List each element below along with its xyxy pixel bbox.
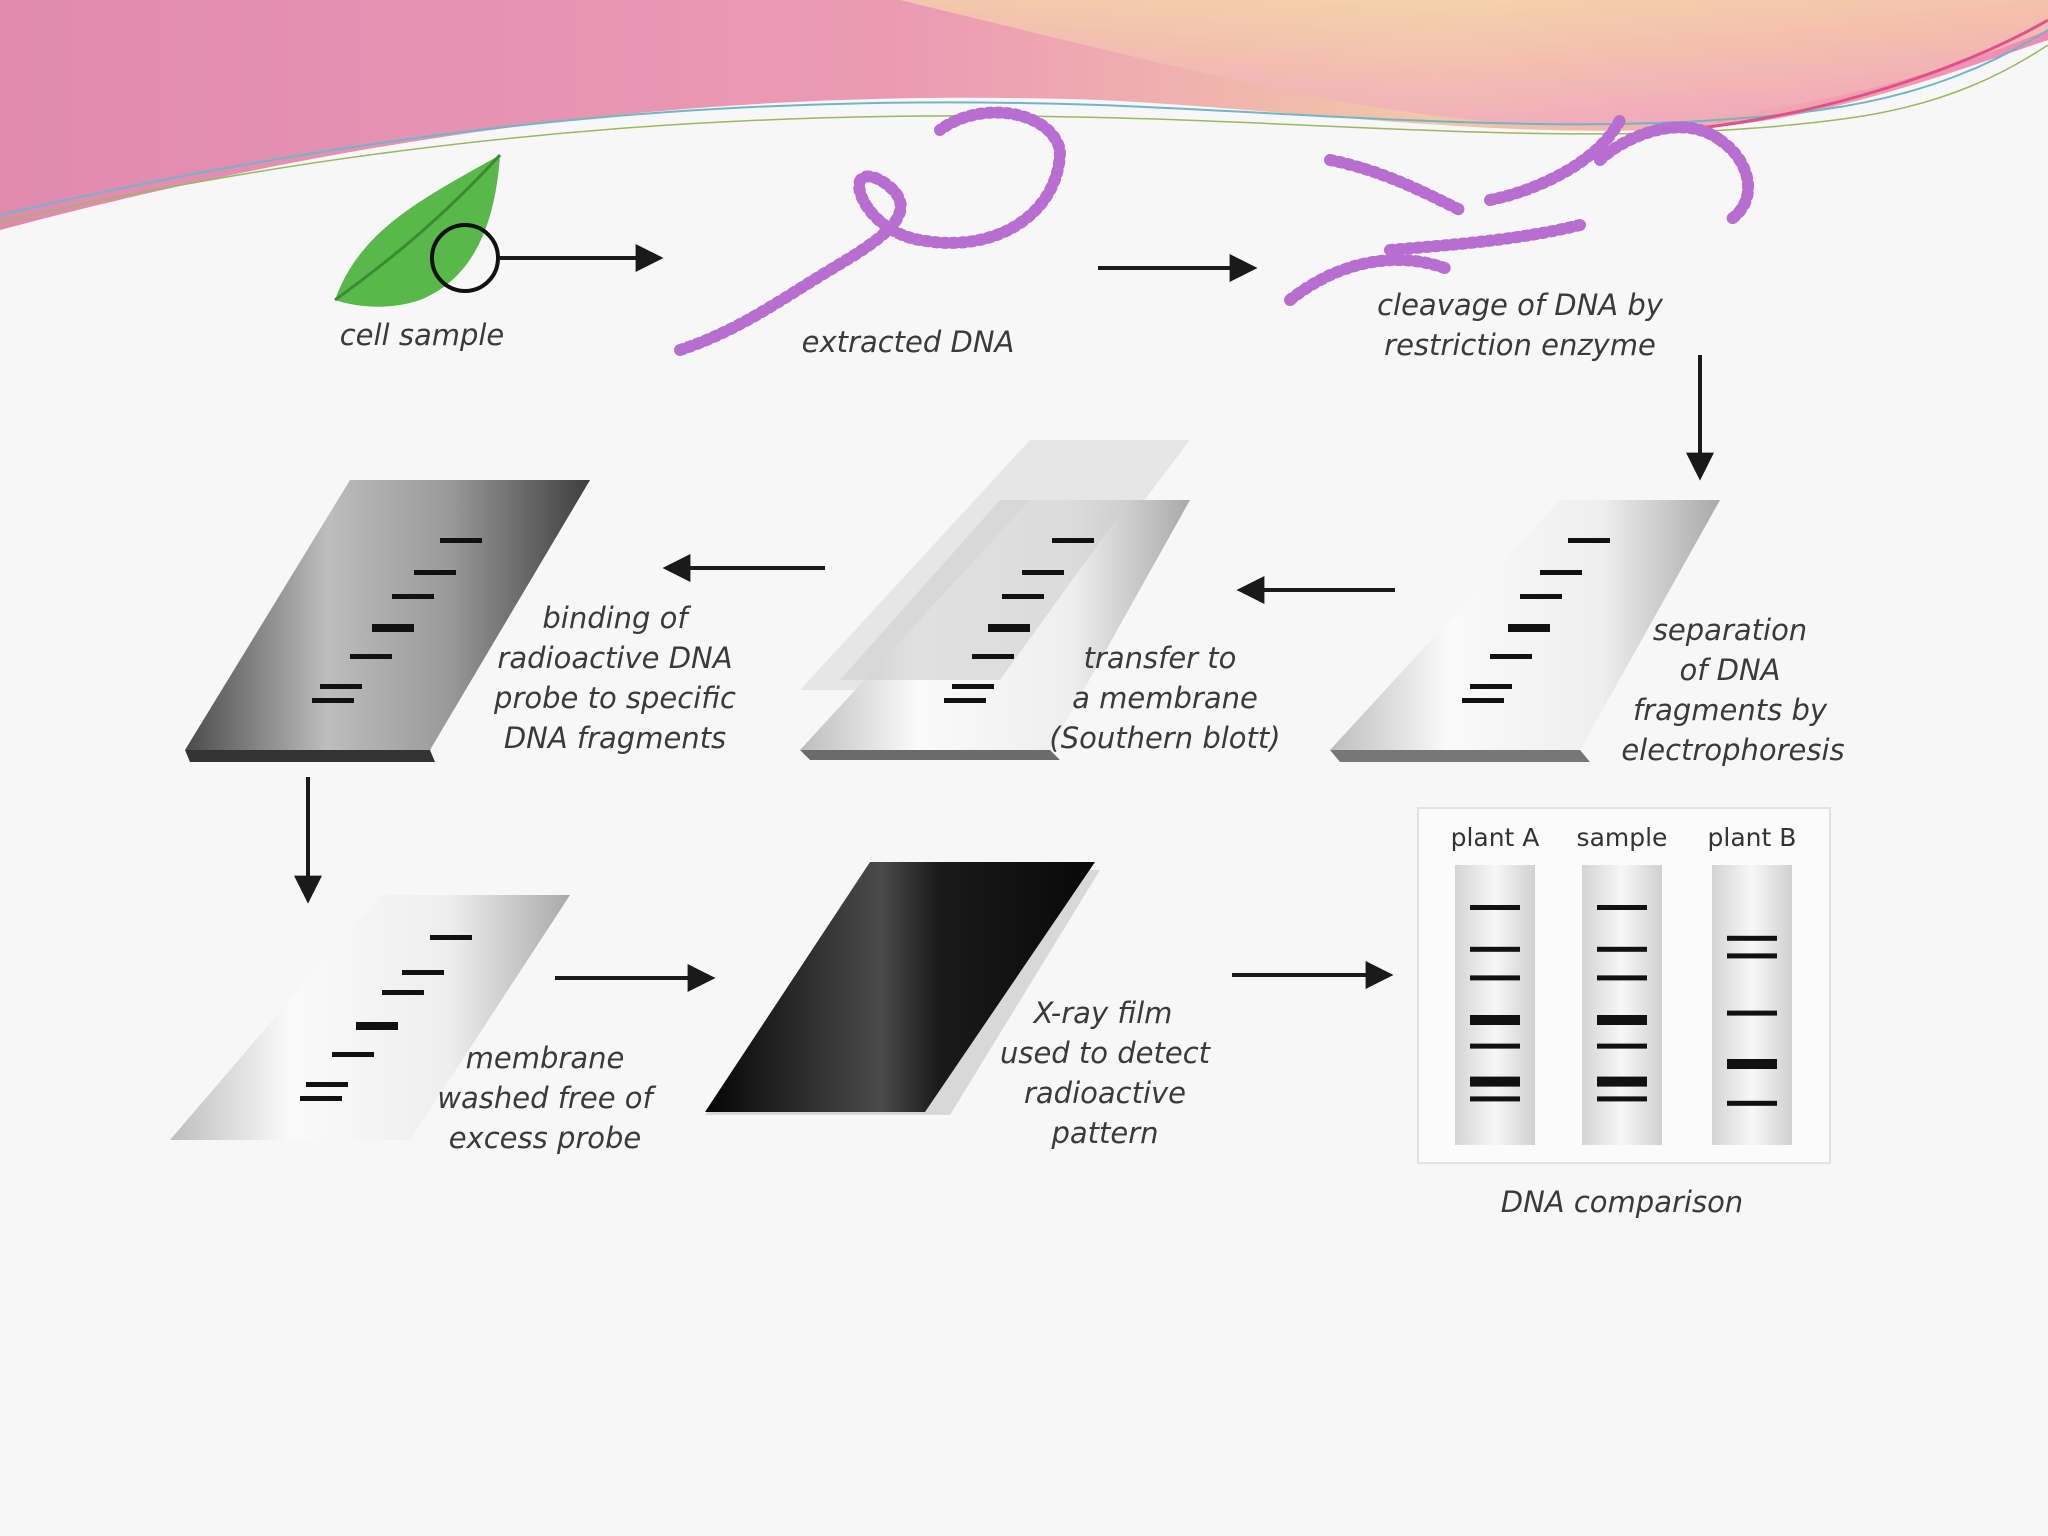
gel-band <box>430 935 472 940</box>
gel-probe-binding <box>185 480 590 762</box>
dna-fragments-cleaved <box>1284 114 1754 306</box>
label-xray-line-4: pattern <box>1050 1116 1158 1150</box>
comparison-band <box>1470 1096 1520 1102</box>
gel-band <box>402 970 444 975</box>
gel-band <box>952 684 994 689</box>
gel-band <box>1508 624 1550 632</box>
gel-band <box>440 538 482 543</box>
gel-band <box>372 624 414 632</box>
label-xray-line-1: X-ray film <box>1032 996 1173 1030</box>
label-separation-line-4: electrophoresis <box>1621 733 1844 767</box>
label-washed-line-1: membrane <box>466 1041 625 1075</box>
gel-band <box>300 1096 342 1101</box>
comparison-band <box>1597 1076 1647 1087</box>
gel-band <box>1470 684 1512 689</box>
comparison-band <box>1597 1096 1647 1102</box>
comparison-band <box>1470 1015 1520 1025</box>
comparison-band <box>1597 1015 1647 1025</box>
gel-band <box>382 990 424 995</box>
label-separation-line-2: of DNA <box>1679 653 1780 687</box>
comparison-band <box>1597 975 1647 981</box>
comparison-band <box>1470 975 1520 981</box>
gel-band <box>356 1022 398 1030</box>
label-transfer-line-1: transfer to <box>1084 641 1237 675</box>
label-binding-line-4: DNA fragments <box>504 721 726 755</box>
gel-band <box>944 698 986 703</box>
label-cleavage-line-2: restriction enzyme <box>1384 328 1656 362</box>
label-binding-line-2: radioactive DNA <box>497 641 732 675</box>
dna-coil-extracted <box>674 106 1067 356</box>
gel-band <box>1462 698 1504 703</box>
gel-band <box>1540 570 1582 575</box>
slide-header-wave <box>0 0 2048 230</box>
comparison-band <box>1597 946 1647 952</box>
comparison-lane <box>1712 865 1792 1145</box>
label-xray-line-2: used to detect <box>1000 1036 1212 1070</box>
lane-header: sample <box>1577 823 1668 852</box>
comparison-band <box>1727 935 1777 941</box>
dna-comparison-panel: plant A sample plant B <box>1417 807 1831 1164</box>
gel-band <box>1052 538 1094 543</box>
comparison-band <box>1470 1043 1520 1049</box>
leaf-icon <box>334 153 502 307</box>
label-xray-line-3: radioactive <box>1024 1076 1186 1110</box>
gel-band <box>1568 538 1610 543</box>
label-binding-line-1: binding of <box>542 601 691 635</box>
comparison-band <box>1597 905 1647 910</box>
gel-band <box>306 1082 348 1087</box>
gel-separation <box>1330 500 1720 762</box>
label-transfer-line-3: (Southern blott) <box>1049 721 1280 755</box>
label-separation-line-3: fragments by <box>1633 693 1828 727</box>
comparison-band <box>1727 1010 1777 1016</box>
gel-band <box>1002 594 1044 599</box>
membrane-washed <box>170 895 570 1140</box>
comparison-band <box>1727 1100 1777 1106</box>
label-washed-line-2: washed free of <box>437 1081 656 1115</box>
label-washed-line-3: excess probe <box>449 1121 642 1155</box>
comparison-band <box>1727 953 1777 959</box>
xray-film <box>705 862 1100 1115</box>
lane-header: plant A <box>1451 823 1540 852</box>
gel-band <box>1490 654 1532 659</box>
label-cell-sample: cell sample <box>340 318 505 352</box>
label-separation-line-1: separation <box>1653 613 1807 647</box>
comparison-band <box>1597 1043 1647 1049</box>
gel-band <box>320 684 362 689</box>
comparison-band <box>1727 1059 1777 1069</box>
comparison-band <box>1470 946 1520 952</box>
comparison-band <box>1470 905 1520 910</box>
comparison-band <box>1470 1076 1520 1087</box>
gel-band <box>392 594 434 599</box>
lane-header: plant B <box>1708 823 1797 852</box>
gel-band <box>1022 570 1064 575</box>
gel-band <box>1520 594 1562 599</box>
gel-transfer-membrane <box>800 440 1190 760</box>
label-binding-line-3: probe to specific <box>493 681 736 715</box>
gel-band <box>414 570 456 575</box>
label-extracted-dna: extracted DNA <box>802 325 1015 359</box>
label-cleavage-line-1: cleavage of DNA by <box>1377 288 1664 322</box>
gel-band <box>312 698 354 703</box>
label-dna-comparison: DNA comparison <box>1501 1185 1743 1219</box>
gel-band <box>332 1052 374 1057</box>
gel-band <box>350 654 392 659</box>
gel-band <box>972 654 1014 659</box>
label-transfer-line-2: a membrane <box>1072 681 1258 715</box>
flow-arrows <box>294 244 1714 992</box>
gel-band <box>988 624 1030 632</box>
